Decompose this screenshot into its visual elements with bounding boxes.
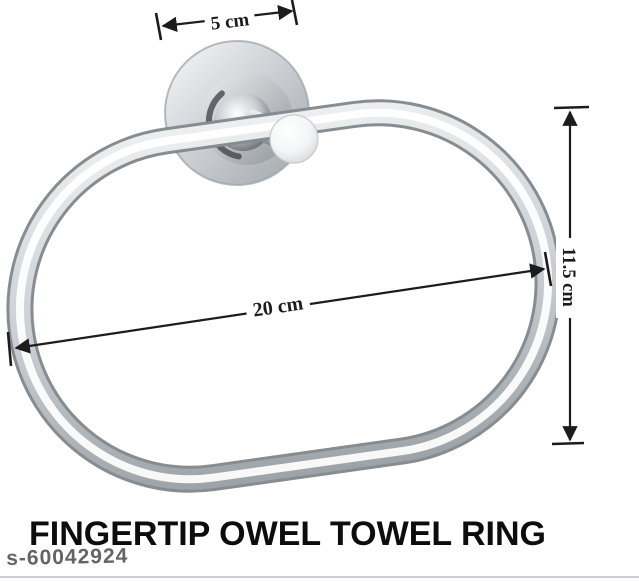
height-dimension-tick-bottom: [551, 441, 585, 446]
watermark-text: s-60042924: [5, 544, 129, 570]
length-dimension-tick-right: [543, 251, 553, 287]
height-dimension: 11.5 cm: [551, 105, 590, 446]
width-dimension-tick-left: [154, 12, 163, 41]
width-dimension-label: 5 cm: [210, 9, 251, 35]
length-dimension: 20 cm: [6, 251, 553, 367]
length-dimension-label: 20 cm: [251, 292, 305, 321]
pivot-ball: [269, 114, 319, 164]
width-dimension-tick-right: [290, 0, 299, 26]
height-dimension-label: 11.5 cm: [558, 247, 578, 307]
width-dimension: 5 cm: [154, 0, 299, 41]
product-title: FINGERTIP OWEL TOWEL RING: [29, 515, 546, 553]
height-dimension-tick-top: [553, 105, 590, 110]
bottom-divider: [0, 576, 639, 578]
length-dimension-tick-left: [6, 331, 13, 367]
